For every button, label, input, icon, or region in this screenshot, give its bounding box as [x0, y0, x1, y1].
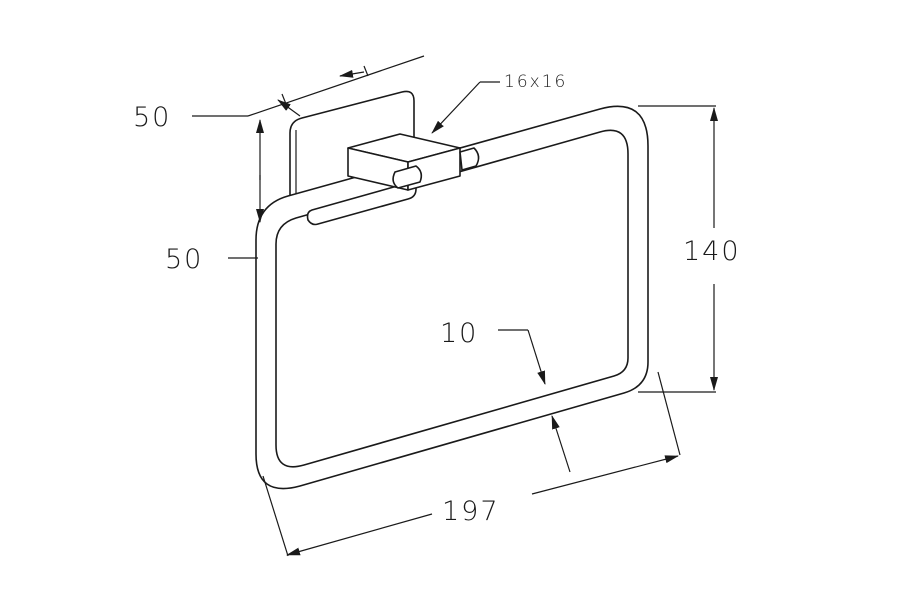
connector-block [347, 133, 461, 191]
dim-frame-width-label: 197 [442, 496, 500, 527]
rod-stub-right [459, 147, 480, 171]
dim-mount-height-label: 50 [165, 244, 203, 275]
dim-tube-section: 16x16 [431, 72, 567, 134]
dim-frame-width: 197 [262, 371, 681, 557]
dim-tube-thickness-label: 10 [440, 318, 478, 349]
rod-stub [392, 165, 423, 189]
dim-tube-section-label: 16x16 [504, 72, 567, 92]
dim-mount-height: 50 [165, 119, 264, 275]
dim-tube-thickness: 10 [440, 318, 571, 473]
dim-depth-label: 50 [133, 102, 171, 133]
dim-frame-height: 140 [638, 105, 741, 393]
dim-frame-height-label: 140 [683, 236, 741, 267]
dim-depth: 50 [133, 55, 425, 133]
towel-ring [255, 90, 649, 490]
